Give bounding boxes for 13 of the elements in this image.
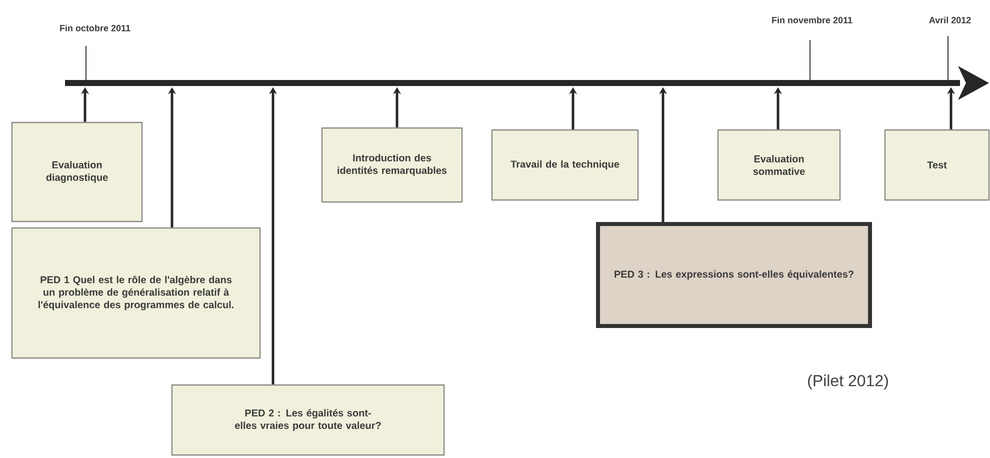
date-label: Avril 2012 xyxy=(929,16,971,24)
highlighted-box: PED 3 : Les expressions sont-elles équivalentes? xyxy=(596,222,872,328)
event-box: PED 2 : Les égalités sont-elles vraies pour toute valeur? xyxy=(171,384,445,456)
event-box: Introduction des identités remarquables xyxy=(321,127,463,203)
date-label: Fin novembre 2011 xyxy=(772,16,852,24)
event-box: PED 1 Quel est le rôle de l'algèbre dans un problème de généralisation relatif à l'équivalence des programmes de calcul. xyxy=(11,227,261,359)
event-box: Evaluation sommative xyxy=(717,129,841,201)
citation: (Pilet 2012) xyxy=(808,374,888,390)
event-box: Test xyxy=(884,129,990,201)
timeline-arrow xyxy=(65,66,989,100)
event-box: Evaluation diagnostique xyxy=(11,122,143,222)
event-box: Travail de la technique xyxy=(491,129,639,201)
date-label: Fin octobre 2011 xyxy=(60,24,130,32)
